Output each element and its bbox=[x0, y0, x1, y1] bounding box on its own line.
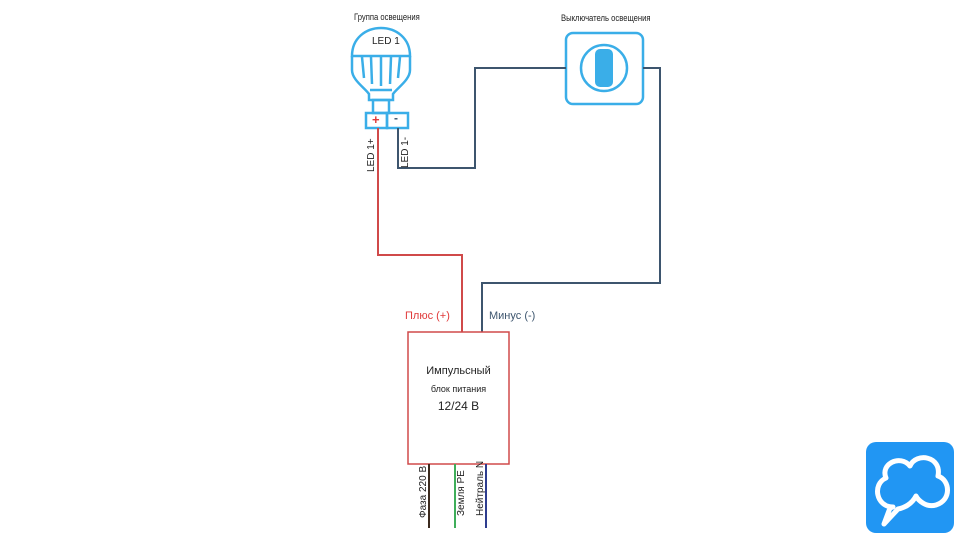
power-supply-box bbox=[407, 331, 510, 465]
psu-plus-label: Плюс (+) bbox=[405, 310, 450, 322]
light-switch-icon bbox=[564, 31, 645, 106]
terminal-minus: - bbox=[394, 111, 398, 125]
plus-wire bbox=[377, 128, 463, 332]
psu-title-line1: Импульсный bbox=[426, 365, 491, 377]
terminal-plus: + bbox=[372, 112, 380, 127]
led-bulb-icon bbox=[350, 26, 412, 130]
psu-minus-label: Минус (-) bbox=[489, 310, 536, 322]
wire-minus-label: LED 1- bbox=[400, 136, 411, 168]
switch-label: Выключатель освещения bbox=[561, 13, 651, 23]
clover-logo-icon bbox=[866, 442, 954, 533]
neutral-label: Нейтраль N bbox=[475, 460, 486, 516]
bulb-name: LED 1 bbox=[372, 36, 400, 47]
minus-wire-switch-to-psu bbox=[481, 67, 661, 332]
bulb-group-label: Группа освещения bbox=[354, 12, 420, 22]
earth-label: Земля PE bbox=[456, 470, 467, 516]
psu-voltage: 12/24 В bbox=[437, 399, 480, 413]
wire-plus-label: LED 1+ bbox=[366, 138, 377, 172]
minus-wire-led-to-switch bbox=[397, 67, 566, 169]
psu-title-line2: блок питания bbox=[430, 384, 487, 394]
phase-label: Фаза 220 В bbox=[418, 465, 429, 518]
